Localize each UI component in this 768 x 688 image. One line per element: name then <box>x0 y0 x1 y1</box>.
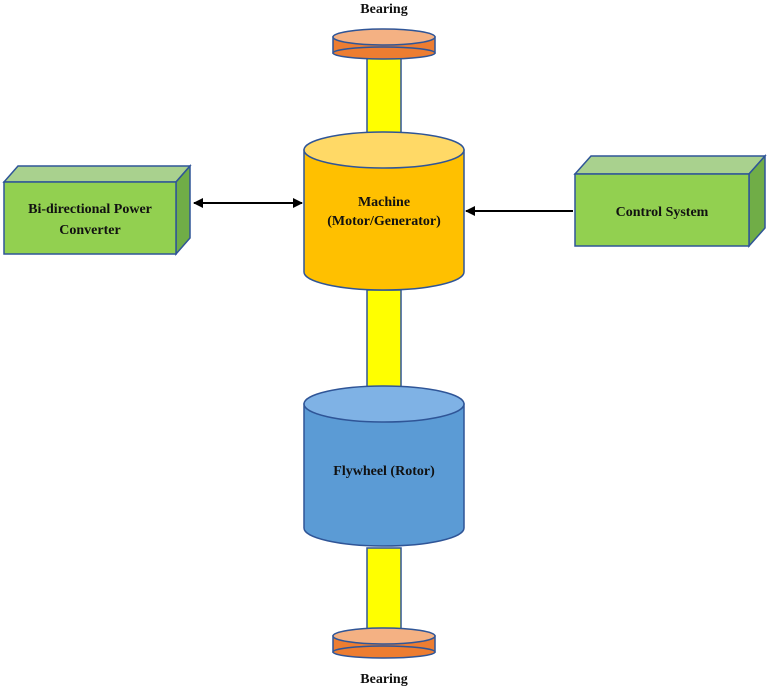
converter-label-line1: Bi-directional Power <box>28 202 152 217</box>
converter-box <box>2 164 192 256</box>
flywheel-label: Flywheel (Rotor) <box>333 464 435 479</box>
bearing-top-label: Bearing <box>360 2 407 17</box>
flywheel-cylinder <box>303 385 465 547</box>
shaft-middle <box>366 289 402 403</box>
shaft-bottom <box>366 547 402 637</box>
bearing-bottom <box>332 627 436 659</box>
control-system-label: Control System <box>616 205 709 220</box>
machine-label-line2: (Motor/Generator) <box>327 214 441 229</box>
machine-label-line1: Machine <box>358 195 410 210</box>
converter-label-line2: Converter <box>59 223 120 238</box>
bearing-bottom-label: Bearing <box>360 672 407 687</box>
bearing-top <box>332 28 436 60</box>
control-system-box <box>573 154 767 248</box>
machine-cylinder <box>303 131 465 291</box>
